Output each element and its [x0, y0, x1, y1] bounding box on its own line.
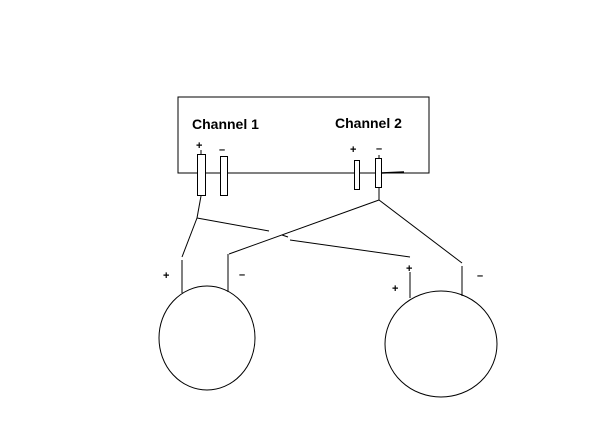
channel2-minus-sign: –: [376, 143, 383, 155]
channel1-plus-terminal: [197, 154, 206, 196]
channel2-plus-sign: +: [350, 144, 357, 156]
speaker-right: [384, 290, 498, 398]
speaker-right-plus-lower-sign: +: [392, 283, 399, 295]
channel1-plus-sign: +: [196, 140, 203, 152]
wire-ch2minus-to-right-minus: [378, 199, 463, 264]
wire-ch1plus-cross: [196, 217, 270, 232]
wire-ch1plus-continue: [281, 234, 289, 238]
channel2-label: Channel 2: [335, 115, 402, 131]
speaker-right-plus-upper-sign: +: [406, 263, 413, 275]
speaker-left-plus-sign: +: [163, 270, 170, 282]
channel2-minus-terminal: [375, 158, 382, 188]
channel2-minus-stub: [380, 171, 405, 174]
wire-cross-to-right-plus: [289, 239, 411, 258]
wire-ch1plus-down: [196, 195, 202, 219]
speaker-right-minus-sign: –: [477, 270, 484, 282]
speaker-left-minus-sign: –: [239, 269, 246, 281]
channel1-label: Channel 1: [192, 116, 259, 132]
wire-ch1plus-to-left-plus: [181, 217, 198, 258]
speaker-left: [158, 285, 256, 391]
wire-ch2minus-to-left-minus: [228, 199, 380, 255]
channel1-minus-sign: –: [219, 144, 226, 156]
channel1-minus-terminal: [220, 156, 228, 196]
amplifier-box: [177, 96, 430, 174]
channel2-plus-terminal: [354, 160, 360, 190]
